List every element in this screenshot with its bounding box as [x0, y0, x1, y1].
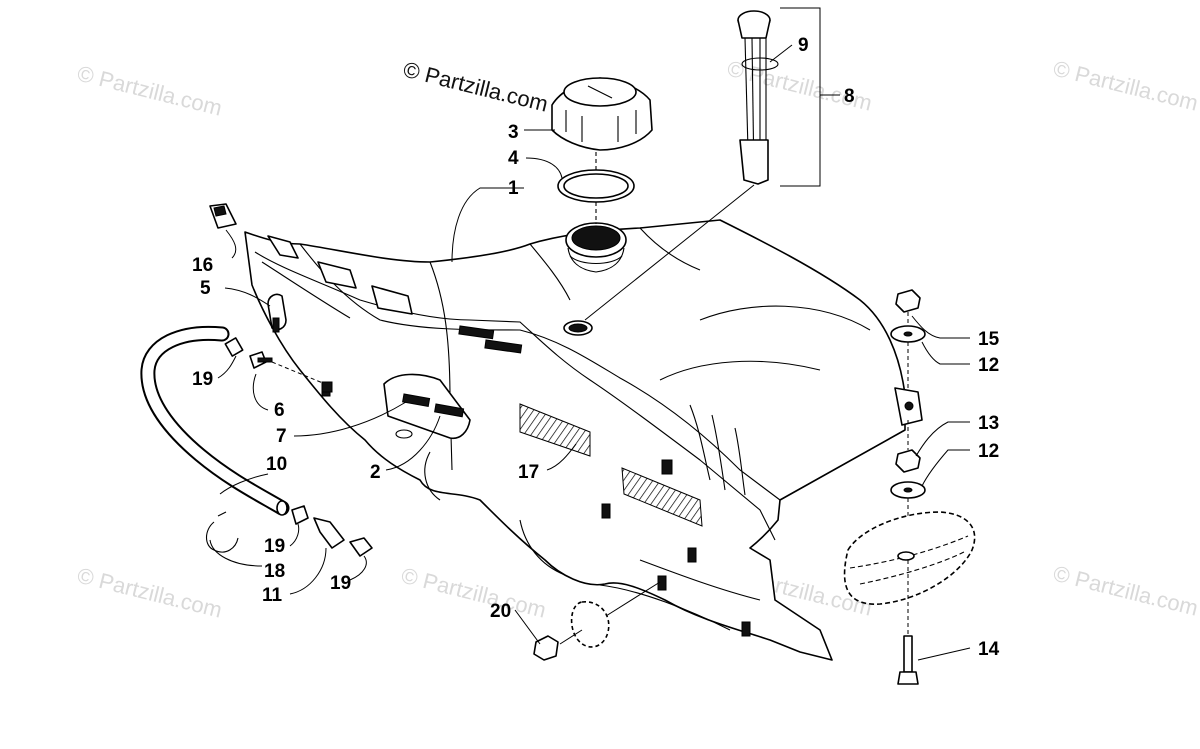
callout-10: 10: [266, 454, 287, 475]
callout-13: 13: [978, 413, 999, 434]
grommet: [533, 581, 661, 661]
fuel-valve: [224, 337, 333, 393]
watermark: © Partzilla.com: [75, 61, 225, 121]
callout-19a: 19: [192, 369, 213, 390]
callout-3: 3: [508, 122, 519, 143]
clip: [209, 203, 237, 229]
watermark: © Partzilla.com: [75, 563, 225, 623]
watermark: © Partzilla.com: [1051, 561, 1200, 621]
callout-16: 16: [192, 255, 213, 276]
mount-hardware: [843, 289, 976, 685]
callout-1: 1: [508, 178, 519, 199]
hose-clamp: [267, 293, 287, 333]
fuel-filter: [205, 505, 373, 557]
callout-17: 17: [518, 462, 539, 483]
callout-11: 11: [262, 585, 283, 606]
callout-5: 5: [200, 278, 211, 299]
watermark: © Partzilla.com: [1051, 56, 1200, 116]
leader-lines: [209, 44, 971, 661]
callout-12a: 12: [978, 355, 999, 376]
callout-2: 2: [370, 462, 381, 483]
callout-14: 14: [978, 639, 1000, 660]
mounting-plate: [383, 373, 471, 440]
callout-19b: 19: [264, 536, 285, 557]
callout-15: 15: [978, 329, 1000, 350]
fuel-hose: [140, 325, 290, 516]
cap-gasket: [557, 152, 635, 224]
callout-19c: 19: [330, 573, 351, 594]
fuel-cap: [551, 77, 653, 151]
callout-20: 20: [490, 601, 511, 622]
watermark-main: © Partzilla.com: [401, 57, 551, 117]
callout-18: 18: [264, 561, 285, 582]
fuel-tank: [244, 219, 923, 661]
callout-8: 8: [844, 86, 855, 107]
callouts: 1 2 3 4 5 6 7 8 9 10 11 12 12 13 14 15 1…: [192, 35, 1000, 660]
callout-4: 4: [508, 148, 519, 169]
fuel-gauge-sender: [584, 7, 840, 321]
callout-7: 7: [276, 426, 287, 447]
watermark: © Partzilla.com: [399, 563, 549, 623]
callout-12b: 12: [978, 441, 999, 462]
callout-6: 6: [274, 400, 285, 421]
callout-9: 9: [798, 35, 809, 56]
